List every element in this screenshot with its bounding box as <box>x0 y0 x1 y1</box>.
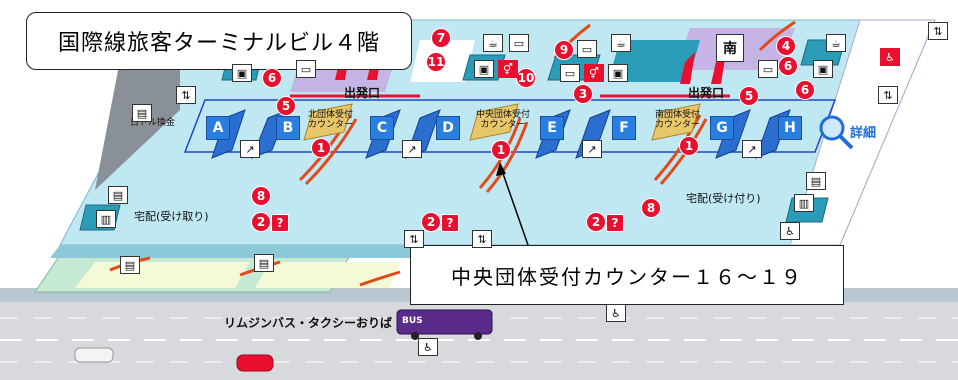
luggage-icon[interactable]: ▤ <box>806 172 826 190</box>
counter-b[interactable]: B <box>276 116 300 140</box>
gift-icon[interactable]: ▣ <box>474 60 494 78</box>
info-icon-right[interactable]: ? <box>606 214 624 232</box>
marker-2-mid[interactable]: 2 <box>421 212 441 232</box>
restroom-icon[interactable]: ⚥ <box>584 64 604 82</box>
marker-7[interactable]: 7 <box>431 28 451 48</box>
marker-2-right[interactable]: 2 <box>586 212 606 232</box>
gate-block <box>608 40 700 82</box>
delivery-send-label: 宅配(受け付り) <box>686 192 761 205</box>
luggage-cart-icon[interactable]: ▥ <box>96 210 116 228</box>
ticket-icon[interactable]: ▭ <box>577 40 597 58</box>
ticket-icon[interactable]: ▭ <box>758 60 778 78</box>
elevator-icon[interactable]: ⇅ <box>878 86 898 104</box>
counter-d[interactable]: D <box>436 116 460 140</box>
luggage-icon[interactable]: ▤ <box>108 186 128 204</box>
central-group-counter <box>469 103 519 141</box>
marker-10[interactable]: 10 <box>516 68 536 88</box>
coffee-icon[interactable]: ☕ <box>826 34 846 52</box>
callout-pointer-head <box>496 162 506 176</box>
marker-11[interactable]: 11 <box>426 52 446 72</box>
north-group-label: 北団体受付 カウンター <box>308 110 354 130</box>
counter-area-outline <box>183 99 837 153</box>
red-car <box>236 354 274 372</box>
counter-e[interactable]: E <box>540 116 564 140</box>
marker-6-right[interactable]: 6 <box>795 80 815 100</box>
escalator-icon[interactable]: ↗ <box>240 140 260 158</box>
departures-label-left: 出発口 <box>344 86 381 100</box>
bus-taxi-label: リムジンバス・タクシーおりば <box>224 316 393 330</box>
counter-a[interactable]: A <box>206 116 230 140</box>
escalator-icon[interactable]: ↗ <box>402 140 422 158</box>
elevator-icon[interactable]: ⇅ <box>472 230 492 248</box>
small-notice: 日ドル換金 <box>130 118 176 128</box>
gift-icon[interactable]: ▣ <box>232 64 252 82</box>
escalator-icon[interactable]: ↗ <box>742 140 762 158</box>
taxi-car <box>74 347 114 363</box>
wheelchair-icon[interactable]: ♿ <box>780 222 800 240</box>
elevator-icon[interactable]: ⇅ <box>176 86 196 104</box>
callout-pointer <box>499 164 529 246</box>
arrow-icon <box>680 52 695 84</box>
elevator-icon[interactable]: ⇅ <box>404 230 424 248</box>
counter-g[interactable]: G <box>710 116 734 140</box>
ticket-icon[interactable]: ▭ <box>296 60 316 78</box>
bridge-left-inner <box>75 262 250 288</box>
magnifier-handle <box>838 134 854 150</box>
marker-6-left[interactable]: 6 <box>262 68 282 88</box>
luggage-icon[interactable]: ▤ <box>254 254 274 272</box>
elevator-icon[interactable]: ⇅ <box>928 22 948 40</box>
marker-5-right[interactable]: 5 <box>739 86 759 106</box>
bus-tag: BUS <box>402 316 423 326</box>
departures-label-right: 出発口 <box>688 86 725 100</box>
luggage-cart-icon[interactable]: ▥ <box>794 194 814 212</box>
detail-link[interactable]: 詳細 <box>850 126 877 141</box>
south-group-label: 南団体受付 カウンター <box>655 110 701 130</box>
marker-8-left[interactable]: 8 <box>251 186 271 206</box>
south-label: 南 <box>716 34 744 62</box>
gift-icon[interactable]: ▣ <box>813 60 833 78</box>
counter-c[interactable]: C <box>370 116 394 140</box>
counter-h[interactable]: H <box>778 116 802 140</box>
counter-f[interactable]: F <box>612 116 636 140</box>
escalator-icon[interactable]: ↗ <box>582 140 602 158</box>
south-group-counter <box>651 103 701 141</box>
gift-icon[interactable]: ▣ <box>608 64 628 82</box>
marker-9[interactable]: 9 <box>554 40 574 60</box>
marker-1-central[interactable]: 1 <box>491 140 511 160</box>
marker-4[interactable]: 4 <box>776 36 796 56</box>
marker-8-right[interactable]: 8 <box>641 198 661 218</box>
marker-1-south[interactable]: 1 <box>679 136 699 156</box>
restroom-icon[interactable]: ♿ <box>880 48 900 66</box>
wheelchair-icon[interactable]: ♿ <box>418 338 438 356</box>
wheelchair-icon[interactable]: ♿ <box>606 304 626 322</box>
north-group-counter <box>303 103 353 141</box>
limousine-bus <box>396 309 493 335</box>
marker-6-mid[interactable]: 6 <box>778 56 798 76</box>
ticket-icon[interactable]: ▭ <box>560 64 580 82</box>
marker-1-north[interactable]: 1 <box>311 138 331 158</box>
info-icon-mid[interactable]: ? <box>441 214 459 232</box>
magnifier-icon[interactable] <box>819 115 845 141</box>
central-group-label: 中央団体受付 カウンター <box>476 110 531 130</box>
delivery-receive-label: 宅配(受け取り) <box>134 210 209 223</box>
ticket-icon[interactable]: ▭ <box>509 34 529 52</box>
marker-2-left[interactable]: 2 <box>251 212 271 232</box>
counter-callout: 中央団体受付カウンター１６～１９ <box>410 245 844 305</box>
bridge-mid-inner <box>255 262 400 288</box>
restroom-icon[interactable]: ⚥ <box>498 60 518 78</box>
title-callout: 国際線旅客ターミナルビル４階 <box>26 12 412 70</box>
marker-3[interactable]: 3 <box>573 84 593 104</box>
coffee-icon[interactable]: ☕ <box>611 34 631 52</box>
marker-5-left[interactable]: 5 <box>276 96 296 116</box>
luggage-icon[interactable]: ▤ <box>132 104 152 122</box>
coffee-icon[interactable]: ☕ <box>483 34 503 52</box>
info-icon-left[interactable]: ? <box>271 214 289 232</box>
luggage-icon[interactable]: ▤ <box>120 256 140 274</box>
